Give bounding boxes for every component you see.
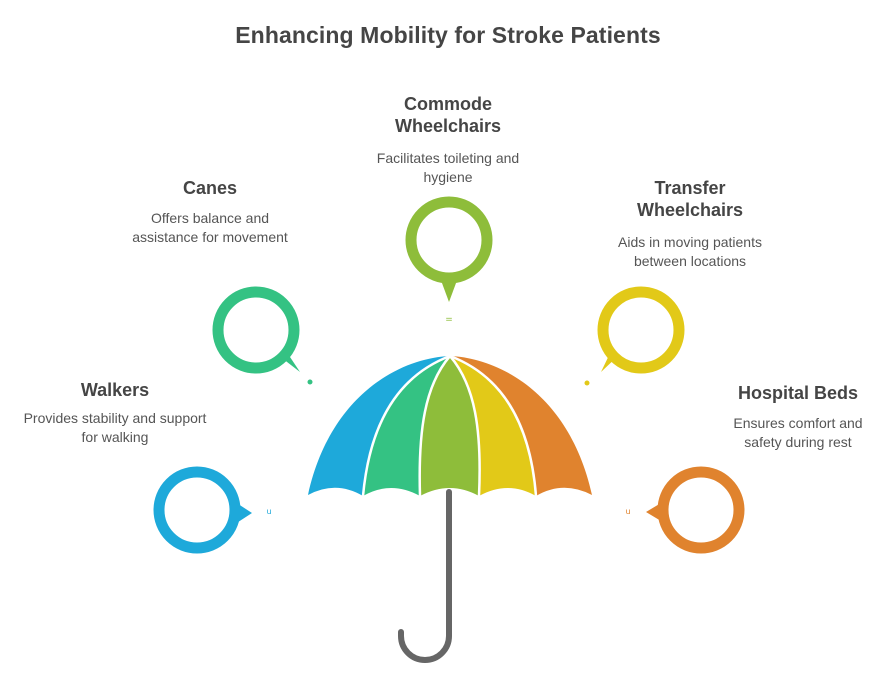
commode-title: Commode Wheelchairs [394,94,502,136]
bubble-walkers: u [153,466,272,554]
connector-dot-canes [307,379,313,385]
walkers-description: Provides stability and support for walki… [23,410,207,445]
connector-dot-walkers: u [266,507,271,516]
label-beds: Hospital Beds Ensures comfort and safety… [718,382,878,452]
transfer-title: Transfer Wheelchairs [636,178,744,220]
label-commode: Commode Wheelchairs Facilitates toiletin… [358,93,538,187]
canopy-panel-teal [363,356,450,496]
canopy-panel-yellow [450,356,536,496]
walkers-title: Walkers [80,380,150,400]
connector-dot-transfer [584,380,590,386]
label-walkers: Walkers Provides stability and support f… [20,379,210,447]
bubble-commode: = [405,196,493,325]
bubble-transfer [584,286,685,386]
beds-title: Hospital Beds [737,383,859,403]
label-canes: Canes Offers balance and assistance for … [130,177,290,247]
transfer-description: Aids in moving patients between location… [618,234,762,269]
canopy-panel-green [419,356,480,496]
canes-description: Offers balance and assistance for moveme… [132,210,288,245]
diagram-title: Enhancing Mobility for Stroke Patients [235,22,661,48]
umbrella-handle [398,489,452,663]
umbrella-canopy [308,354,592,497]
canes-title: Canes [182,178,238,198]
label-transfer: Transfer Wheelchairs Aids in moving pati… [590,177,790,271]
bubble-beds: u [625,466,745,554]
connector-dot-beds: u [625,507,630,516]
connector-dot-commode: = [445,315,453,325]
beds-description: Ensures comfort and safety during rest [733,415,863,450]
bubble-canes [212,286,313,385]
commode-description: Facilitates toileting and hygiene [376,150,520,185]
